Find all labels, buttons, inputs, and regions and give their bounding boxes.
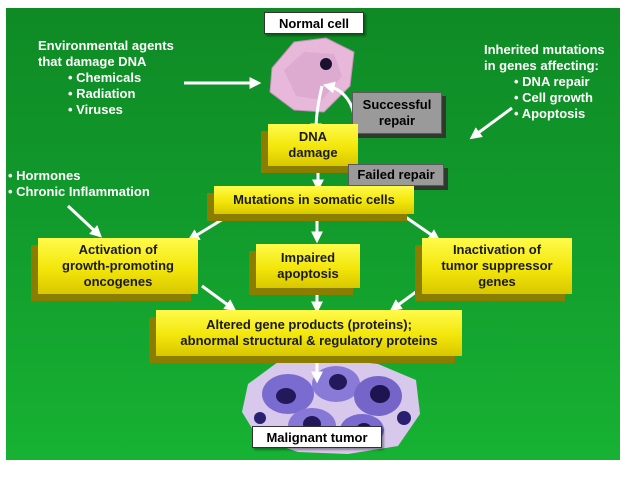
mutations-to-activation-arrow bbox=[187, 214, 229, 241]
hormones-to-activation-arrow bbox=[66, 204, 102, 238]
normal-cell-label: Normal cell bbox=[264, 12, 364, 34]
environmental-heading-line1: Environmental agents bbox=[38, 38, 174, 53]
hormones-text: Hormones Chronic Inflammation bbox=[8, 168, 150, 200]
environmental-item: Chemicals bbox=[68, 70, 174, 86]
activation-oncogenes-box: Activation of growth-promoting oncogenes bbox=[38, 238, 198, 294]
inherited-heading-line1: Inherited mutations bbox=[484, 42, 605, 57]
inherited-item: Apoptosis bbox=[514, 106, 605, 122]
environmental-heading-line2: that damage DNA bbox=[38, 54, 147, 69]
altered-gene-products-box: Altered gene products (proteins); abnorm… bbox=[156, 310, 462, 356]
inactivation-suppressor-box: Inactivation of tumor suppressor genes bbox=[422, 238, 572, 294]
environmental-item: Viruses bbox=[68, 102, 174, 118]
environmental-item: Radiation bbox=[68, 86, 174, 102]
inherited-item: Cell growth bbox=[514, 90, 605, 106]
dna-damage-box: DNA damage bbox=[268, 124, 358, 166]
hormones-item: Hormones bbox=[8, 168, 150, 184]
inherited-mutations-text: Inherited mutations in genes affecting: … bbox=[484, 42, 605, 122]
hormones-item: Chronic Inflammation bbox=[8, 184, 150, 200]
normal-cell-image bbox=[269, 37, 355, 113]
activation-to-altered-arrow bbox=[201, 284, 237, 312]
malignant-tumor-label: Malignant tumor bbox=[252, 426, 382, 448]
diagram-slide: Normal cell Environmental agents that da… bbox=[6, 8, 620, 460]
inactivation-to-altered-arrow bbox=[389, 284, 425, 312]
impaired-apoptosis-box: Impaired apoptosis bbox=[256, 244, 360, 288]
mutations-box: Mutations in somatic cells bbox=[214, 186, 414, 214]
successful-repair-box: Successful repair bbox=[352, 92, 442, 134]
environmental-agents-text: Environmental agents that damage DNA Che… bbox=[38, 38, 174, 118]
inherited-item: DNA repair bbox=[514, 74, 605, 90]
failed-repair-box: Failed repair bbox=[348, 164, 444, 186]
inherited-heading-line2: in genes affecting: bbox=[484, 58, 599, 73]
mutations-to-inactivation-arrow bbox=[403, 214, 441, 242]
